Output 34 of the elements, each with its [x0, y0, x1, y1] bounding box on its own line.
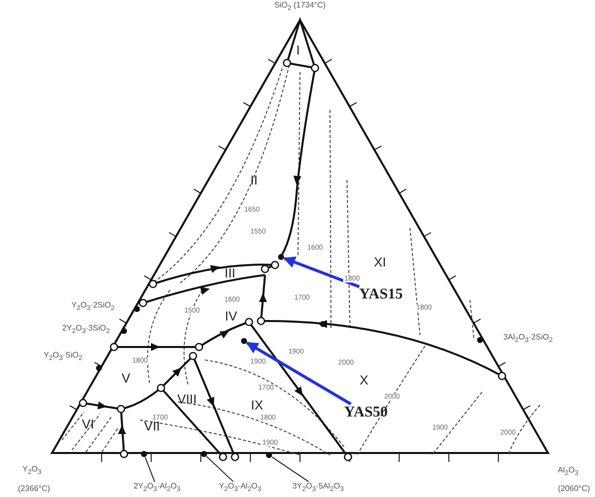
- compound-label: Y$_{2}$O$_{3}$·SiO$_{2}$: [44, 351, 82, 363]
- leader-line: [206, 456, 234, 482]
- compound-label: 3Al$_{2}$O$_{3}$·2SiO$_{2}$: [503, 333, 553, 345]
- compound-label: Al$_{2}$O$_{3}$: [558, 466, 578, 478]
- compound-label: 3Y$_{2}$O$_{3}$·5Al$_{2}$O$_{3}$: [292, 482, 344, 494]
- region-numeral: V: [122, 372, 130, 384]
- compound-label: (2060°C): [558, 485, 590, 493]
- region-numeral: XI: [374, 256, 386, 268]
- point-marker: [241, 338, 247, 344]
- leader-line: [271, 456, 310, 482]
- compound-label: Y$_{2}$O$_{3}$·Al$_{2}$O$_{3}$: [218, 482, 262, 494]
- leader-line: [144, 456, 156, 482]
- compound-label: Y$_{2}$O$_{3}$: [22, 465, 42, 477]
- region-numeral: X: [360, 374, 368, 386]
- region-numeral: VIII: [177, 392, 197, 406]
- sample-label: YAS50: [344, 406, 388, 420]
- region-numeral: VI: [82, 418, 94, 430]
- region-numeral: IV: [224, 310, 238, 322]
- region-numeral: I: [296, 44, 300, 56]
- region-numeral: IX: [250, 398, 264, 412]
- compound-label: SiO$_{2}$ (1734°C): [274, 1, 326, 13]
- compound-label: 2Y$_{2}$O$_{3}$·3SiO$_{2}$: [62, 324, 110, 336]
- point-marker: [141, 451, 147, 457]
- compound-label: (2366°C): [18, 485, 50, 493]
- point-marker: [278, 254, 284, 260]
- compound-label: 2Y$_{2}$O$_{3}$·Al$_{2}$O$_{3}$: [134, 482, 180, 494]
- compound-label: Y$_{2}$O$_{3}$·2SiO$_{2}$: [71, 301, 115, 313]
- region-numeral: VII: [144, 420, 160, 432]
- point-marker: [201, 451, 207, 457]
- sample-label: YAS15: [359, 288, 403, 302]
- leader-arrow: [283, 256, 360, 288]
- leader-arrow: [246, 341, 352, 406]
- region-numeral: III: [224, 266, 236, 280]
- region-numeral: II: [250, 174, 258, 186]
